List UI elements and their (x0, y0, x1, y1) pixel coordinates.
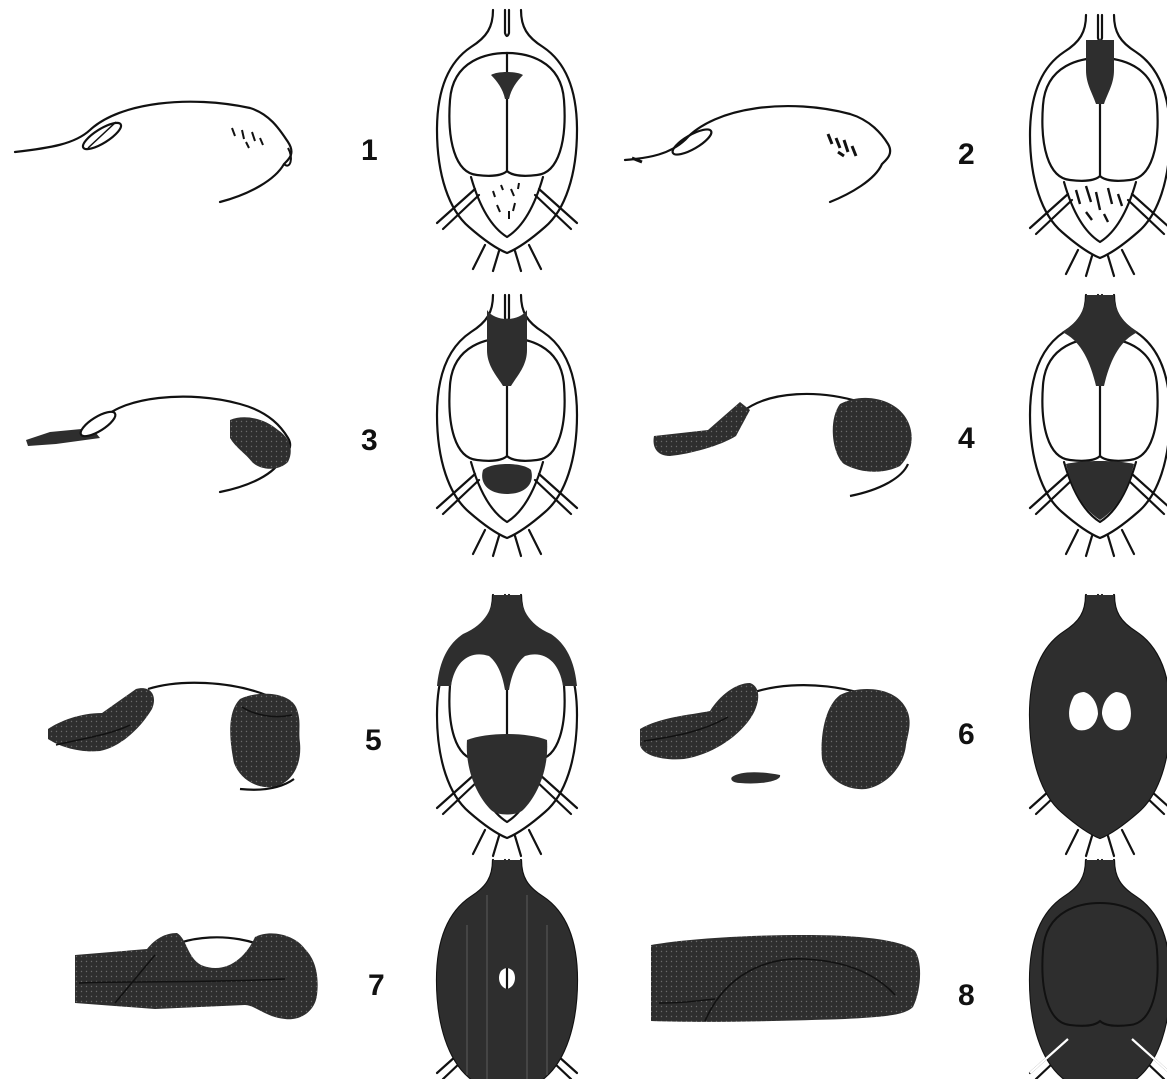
stage-3-dorsal-view (437, 295, 577, 556)
stage-label-7: 7 (368, 969, 385, 1002)
stage-8-lateral-view (651, 935, 920, 1022)
stage-label-8: 8 (958, 979, 975, 1012)
stage-4-lateral-view (654, 394, 912, 496)
stage-label-6: 6 (958, 718, 975, 751)
stage-5-lateral-view (48, 683, 300, 790)
stage-5-dorsal-view (437, 595, 577, 856)
stage-label-4: 4 (958, 422, 975, 455)
stage-6-lateral-view (640, 683, 910, 789)
stage-label-3: 3 (361, 424, 378, 457)
stage-label-1: 1 (361, 134, 378, 167)
stage-2-lateral-view (625, 106, 890, 202)
stage-1-dorsal-view (437, 10, 577, 271)
stage-7-dorsal-view (437, 860, 577, 1079)
stage-7-lateral-view (75, 933, 318, 1019)
stage-3-lateral-view (26, 397, 291, 492)
stage-label-5: 5 (365, 724, 382, 757)
stage-label-2: 2 (958, 138, 975, 171)
stage-2-dorsal-view (1030, 15, 1167, 276)
stage-4-dorsal-view (1030, 295, 1167, 556)
stage-6-dorsal-view (1030, 595, 1167, 856)
stage-8-dorsal-view (1030, 860, 1167, 1079)
stage-1-lateral-view (15, 102, 291, 202)
